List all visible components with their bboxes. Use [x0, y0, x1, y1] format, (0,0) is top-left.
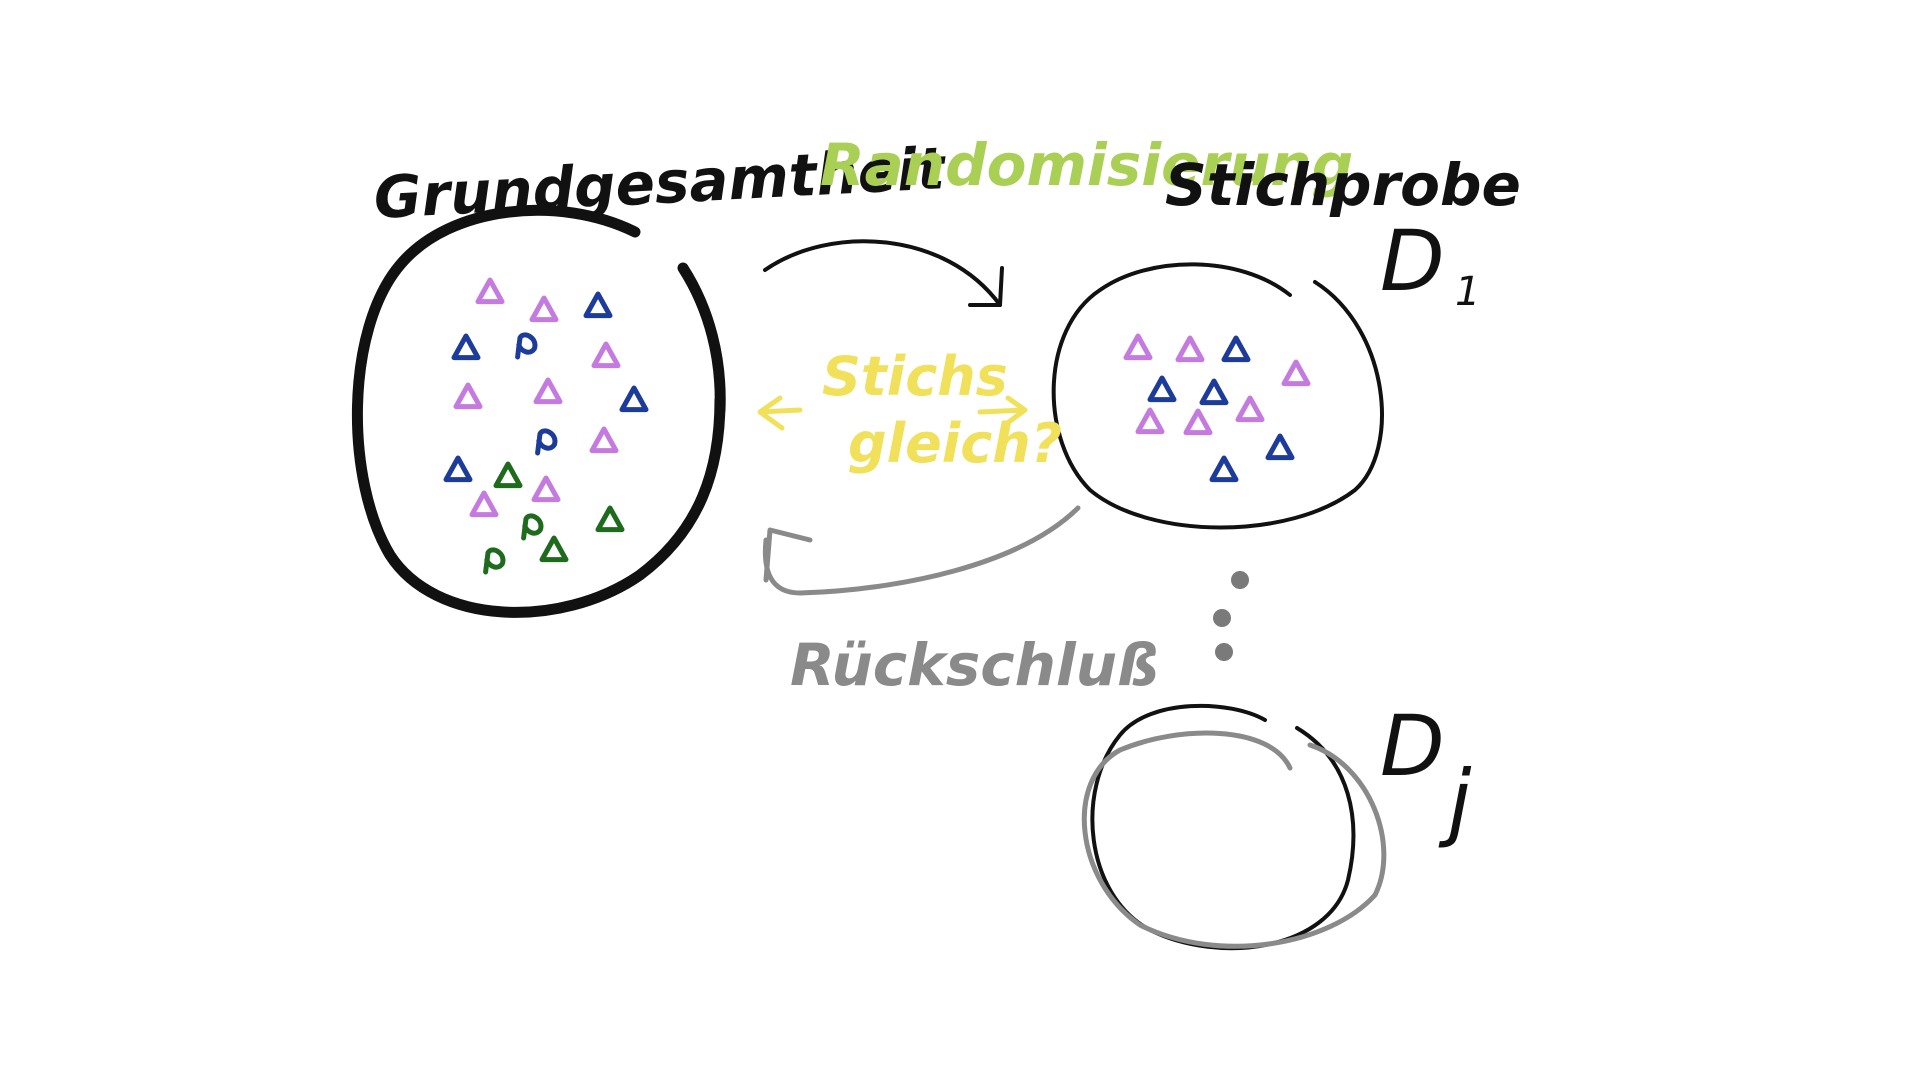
sample-purple-marker — [1123, 333, 1153, 361]
ellipsis-dot-1 — [1231, 571, 1249, 589]
ellipsis-dots — [1213, 571, 1249, 661]
randomization-arrow-head — [968, 266, 1004, 307]
sample-blue-marker — [1199, 378, 1229, 406]
sample-purple-marker — [1235, 395, 1265, 423]
sample-circle-d1-stroke — [1051, 262, 1384, 530]
sample-blue-marker — [1221, 335, 1251, 363]
population-purple-marker — [533, 377, 563, 405]
sample-purple-marker — [1281, 359, 1311, 387]
randomization-arrow-shaft — [763, 239, 1002, 307]
ellipsis-dot-2 — [1213, 609, 1231, 627]
randomization-arrow — [763, 239, 1004, 307]
population-purple-marker — [531, 475, 561, 503]
population-green-marker — [595, 505, 625, 533]
population-blue-marker — [619, 385, 649, 413]
similarity-arrow-right — [977, 395, 1028, 427]
sample-circle-dj-gray — [1081, 730, 1387, 949]
population-blue-marker — [535, 428, 558, 456]
population-purple-marker — [453, 382, 483, 410]
population-blue-marker — [443, 455, 473, 483]
population-blue-marker — [515, 332, 538, 360]
sample-purple-marker — [1135, 407, 1165, 435]
population-green-marker — [493, 461, 523, 489]
population-purple-marker — [469, 490, 499, 518]
population-purple-marker — [529, 295, 559, 323]
population-markers — [443, 277, 649, 575]
sample-d1-index: 1 — [1455, 269, 1480, 315]
population-circle — [352, 204, 726, 618]
sample-purple-marker — [1183, 408, 1213, 436]
sample-label: Stichprobe — [1165, 151, 1521, 219]
population-blue-marker — [583, 291, 613, 319]
randomization-label: Randomisierung — [820, 131, 1353, 199]
ellipsis-dot-3 — [1215, 643, 1233, 661]
inference-arrow — [762, 505, 1081, 596]
sample-d1-letter: D — [1380, 212, 1445, 310]
population-purple-marker — [475, 277, 505, 305]
population-green-marker — [539, 535, 569, 563]
population-blue-marker — [451, 333, 481, 361]
sample-circle-dj — [1081, 703, 1387, 951]
population-circle-stroke-right — [677, 262, 726, 416]
population-green-marker — [521, 513, 544, 541]
sample-purple-marker — [1175, 335, 1205, 363]
sample-markers — [1123, 333, 1311, 483]
sample-blue-marker — [1209, 455, 1239, 483]
sample-blue-marker — [1265, 433, 1295, 461]
inference-label: Rückschluß — [790, 631, 1159, 699]
population-circle-stroke-main — [352, 204, 726, 618]
inference-arrow-head — [763, 527, 813, 583]
sample-circle-dj-black — [1090, 703, 1356, 951]
population-green-marker — [483, 547, 506, 575]
similarity-double-arrow — [757, 395, 1028, 431]
sample-blue-marker — [1147, 375, 1177, 403]
similarity-label-line1: Stichs — [822, 345, 1008, 408]
sample-circle-d1 — [1051, 262, 1384, 530]
similarity-arrow-left — [757, 395, 803, 431]
inference-arrow-shaft — [762, 505, 1081, 596]
population-purple-marker — [589, 426, 619, 454]
sample-dj-letter: D — [1380, 697, 1445, 795]
similarity-label-line2: gleich? — [848, 412, 1062, 475]
population-purple-marker — [591, 341, 621, 369]
